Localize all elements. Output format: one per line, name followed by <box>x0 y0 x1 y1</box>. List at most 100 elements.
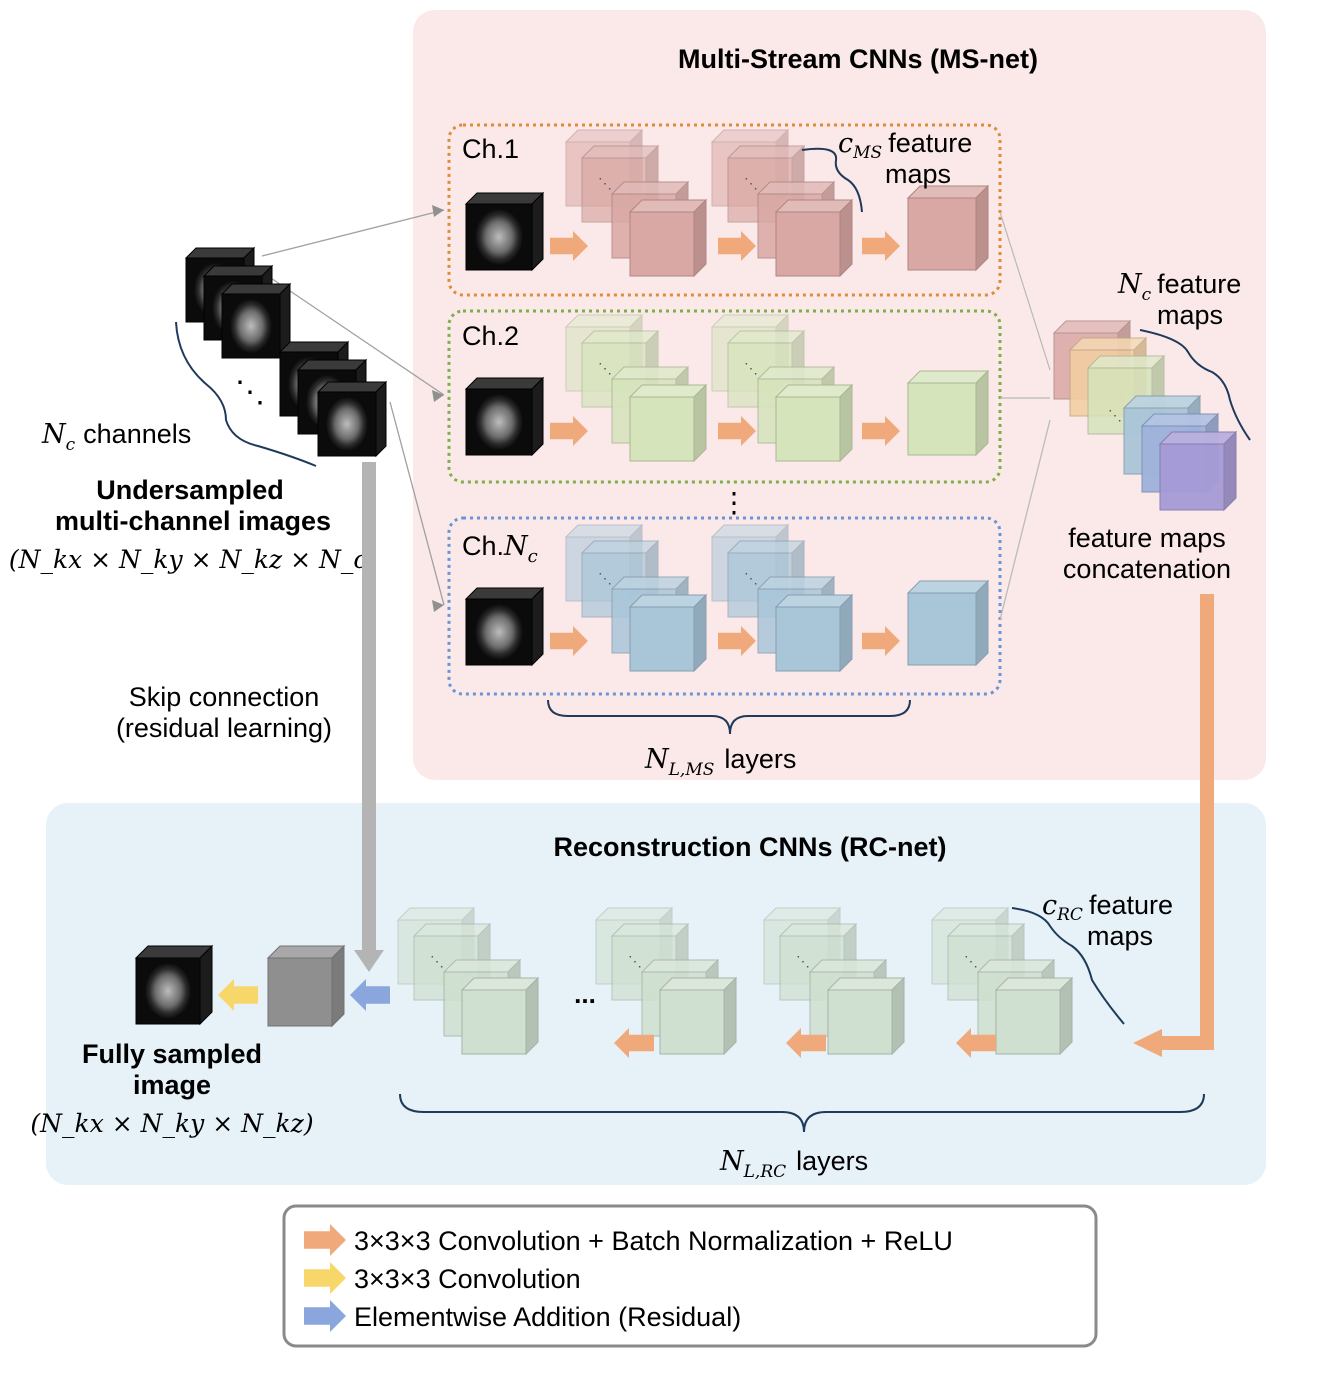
ch2-stack-2-front-2 <box>774 383 854 463</box>
legend-label-3: Elementwise Addition (Residual) <box>354 1302 741 1332</box>
ch2-stack-1-dots: ⋱ <box>598 360 612 376</box>
skip-connection-arrowhead <box>354 950 384 972</box>
legend-label-2: 3×3×3 Convolution <box>354 1264 581 1294</box>
legend-box <box>282 1204 1098 1348</box>
rc-net-title: Reconstruction CNNs (RC-net) <box>553 832 946 862</box>
rc-dots: ... <box>574 979 596 1009</box>
connector-ch1-out <box>999 211 1051 371</box>
ch1-input-image <box>464 191 545 272</box>
chn-stack-2: ⋱ <box>710 523 854 673</box>
chn-output-map <box>906 579 990 667</box>
connector-chn-out <box>999 419 1051 621</box>
ms-net-feature-stacks: ⋱⋱⋱⋱⋱⋱ <box>464 128 990 673</box>
channel-1-label: Ch.1 <box>462 134 519 164</box>
concat-to-rc-path <box>1160 594 1214 1050</box>
concat-dots: ⋱ <box>1108 407 1122 423</box>
connector-ch2-in <box>261 271 445 396</box>
channel-2-label: Ch.2 <box>462 321 519 351</box>
ch1-stack-1: ⋱ <box>564 128 708 278</box>
legend-label-1: 3×3×3 Convolution + Batch Normalization … <box>354 1226 953 1256</box>
channel-2-box <box>447 309 1002 484</box>
ch1-arrow-2 <box>718 231 756 261</box>
residual-add-arrow <box>350 979 390 1011</box>
ch1-arrow-3 <box>862 231 900 261</box>
rc-stack-1-dots: ⋱ <box>430 953 444 969</box>
ch2-arrow-1 <box>550 416 588 446</box>
input-dims: (N_kx × N_ky × N_kz × N_c) <box>9 545 377 574</box>
rc-stack-4: ⋱ <box>930 906 1074 1056</box>
channel-n-box <box>447 516 1002 696</box>
ch2-arrow-2 <box>718 416 756 446</box>
ch2-arrow-3 <box>862 416 900 446</box>
rc-arrow-1 <box>614 1028 654 1058</box>
skip-label-line1: Skip connection <box>129 682 320 712</box>
chn-stack-1-front-2 <box>628 593 708 673</box>
concat-caption-line2: concatenation <box>1063 554 1231 584</box>
connector-head-2 <box>432 600 444 612</box>
concat-caption-line1: feature maps <box>1068 523 1226 553</box>
c-ms-brace <box>801 147 863 213</box>
input-title-line2: multi-channel images <box>55 506 331 536</box>
chn-stack-2-front-2 <box>774 593 854 673</box>
connector-head-1 <box>432 390 444 402</box>
output-title-line1: Fully sampled <box>82 1039 262 1069</box>
rc-stack-1-front-2 <box>460 976 540 1056</box>
ch2-output-map <box>906 369 990 457</box>
rc-stack-1: ⋱ <box>396 906 540 1056</box>
input-image-6 <box>316 380 388 458</box>
ch2-stack-2: ⋱ <box>710 313 854 463</box>
rc-stack-4-front-2 <box>994 976 1074 1056</box>
nl-rc-brace <box>399 1093 1205 1133</box>
fully-sampled-image <box>134 944 214 1026</box>
rc-stack-3: ⋱ <box>762 906 906 1056</box>
ch1-output-map <box>906 184 990 272</box>
ch1-stack-2-dots: ⋱ <box>744 175 758 191</box>
chn-stack-2-dots: ⋱ <box>744 570 758 586</box>
output-title-line2: image <box>133 1070 211 1100</box>
rc-stack-2: ⋱ <box>594 906 738 1056</box>
ch1-arrow-1 <box>550 231 588 261</box>
output-dims: (N_kx × N_ky × N_kz) <box>30 1109 313 1138</box>
skip-label-line2: (residual learning) <box>116 713 332 743</box>
residual-arrow <box>304 1300 346 1332</box>
channel-vdots: ⋮ <box>720 487 748 518</box>
rc-stack-3-dots: ⋱ <box>796 953 810 969</box>
ch1-stack-2: ⋱ <box>710 128 854 278</box>
connector-lines <box>261 205 1051 621</box>
c-rc-brace <box>1011 907 1125 1025</box>
ch2-input-image <box>464 376 545 457</box>
rc-stack-2-dots: ⋱ <box>628 953 642 969</box>
rc-output-map <box>266 944 346 1028</box>
ch2-stack-1: ⋱ <box>564 313 708 463</box>
rc-arrow-3 <box>956 1028 996 1058</box>
chn-arrow-2 <box>718 626 756 656</box>
chn-stack-1-dots: ⋱ <box>598 570 612 586</box>
undersampled-input-stack <box>184 246 388 458</box>
input-image-3 <box>220 282 292 360</box>
nl-ms-brace <box>547 699 911 735</box>
conv-arrow <box>304 1262 346 1294</box>
concatenated-feature-maps: ⋱ <box>1052 319 1238 512</box>
conv-bn-relu-arrow <box>304 1224 346 1256</box>
chn-arrow-3 <box>862 626 900 656</box>
concat-to-rc-arrowhead <box>1133 1029 1162 1057</box>
chn-arrow-1 <box>550 626 588 656</box>
nc-channels-brace <box>175 321 317 467</box>
concat-map-6 <box>1158 430 1238 512</box>
connector-chn-in <box>389 401 445 606</box>
legend: 3×3×3 Convolution + Batch Normalization … <box>304 1224 953 1332</box>
rc-arrow-2 <box>786 1028 826 1058</box>
input-dots: ⋱ <box>235 376 265 409</box>
channel-n-label: Ch.Nc <box>462 531 538 567</box>
nc-concat-brace <box>1139 329 1251 441</box>
nc-concat-label-line2: maps <box>1157 300 1223 330</box>
connector-ch1-in <box>261 209 445 257</box>
c-ms-label-line2: maps <box>885 159 951 189</box>
ch1-stack-2-front-2 <box>774 198 854 278</box>
